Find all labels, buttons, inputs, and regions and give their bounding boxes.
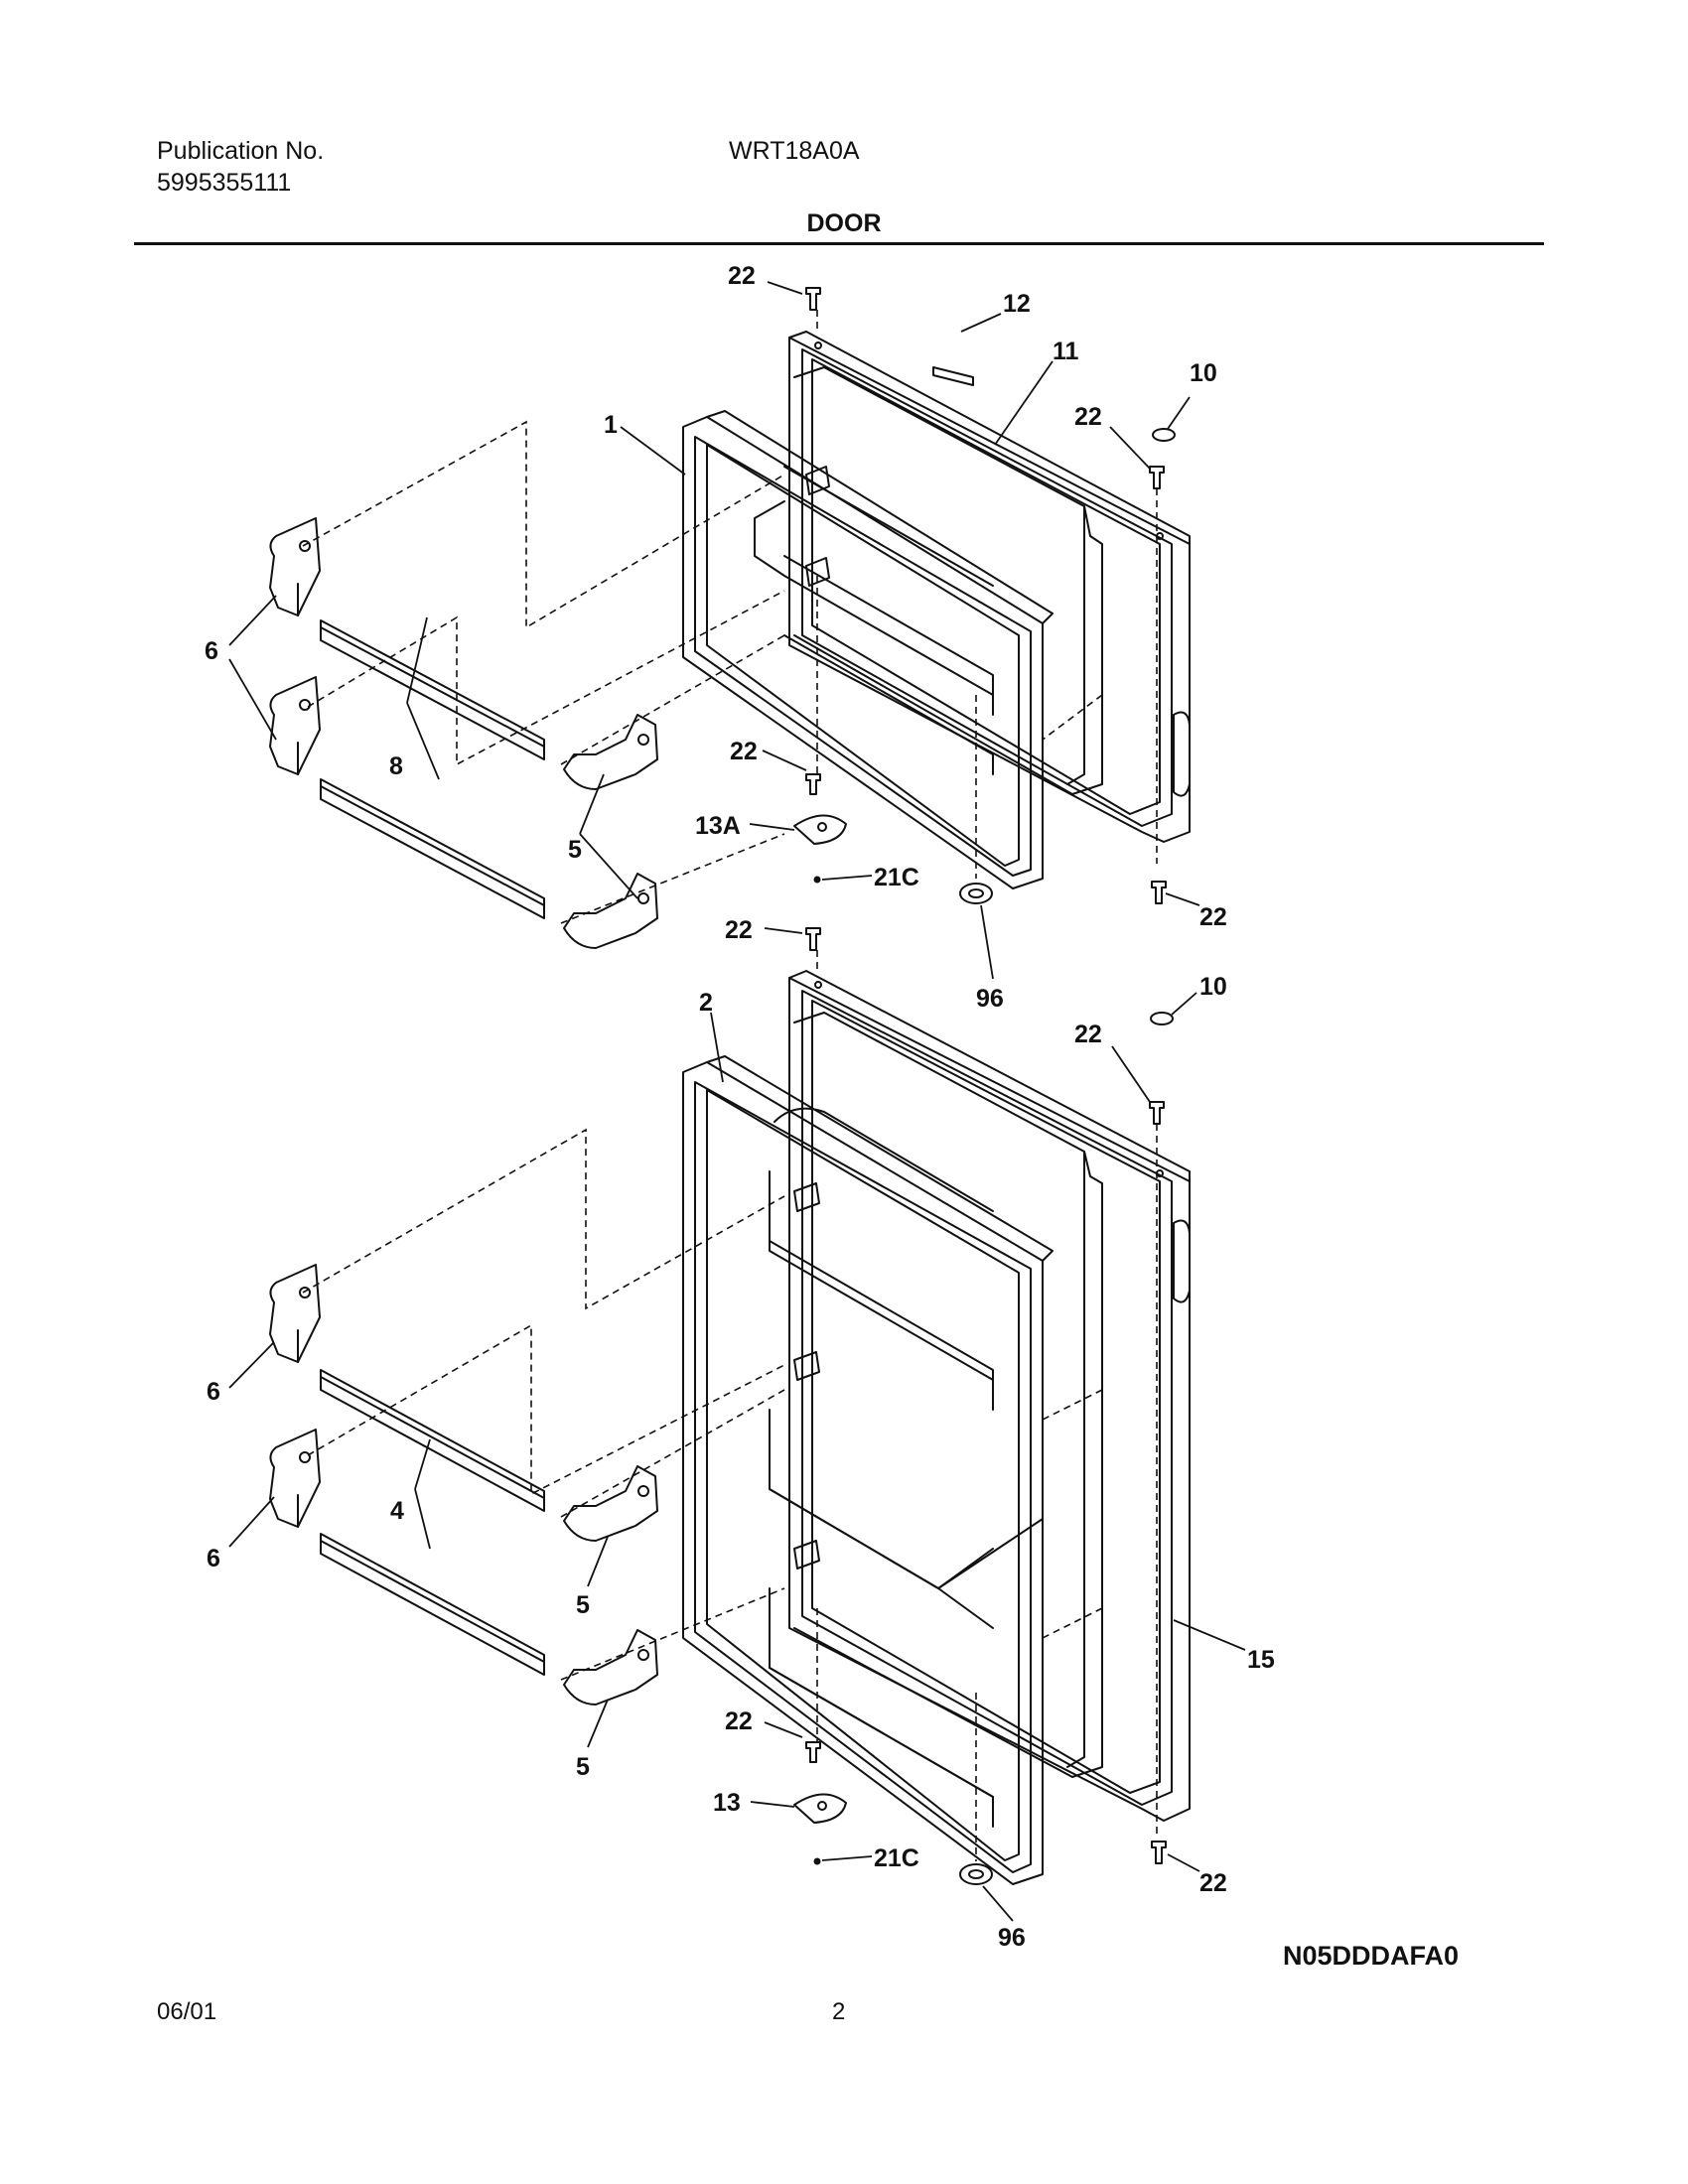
freezer-shelf-clip-left-1 xyxy=(269,517,321,616)
callout-6: 6 xyxy=(207,1378,220,1406)
diagram-code: N05DDDAFA0 xyxy=(1283,1941,1460,1971)
header-rule xyxy=(134,242,1544,245)
callout-11: 11 xyxy=(1053,338,1079,365)
freezer-plug-button xyxy=(1152,428,1176,442)
callout-22: 22 xyxy=(725,1707,753,1735)
callout-15: 15 xyxy=(1247,1646,1275,1674)
freezer-shelf-clip-left-2 xyxy=(269,676,321,775)
fresh-shelf-clip-right-1 xyxy=(563,1465,658,1542)
fresh-pin-21c xyxy=(813,1857,821,1865)
freezer-nameplate xyxy=(932,366,974,386)
callout-22: 22 xyxy=(1199,1869,1227,1897)
freezer-washer-96 xyxy=(959,883,993,904)
callout-2: 2 xyxy=(699,989,713,1017)
publication-number: 5995355111 xyxy=(157,169,292,197)
freezer-handle-screw-upper xyxy=(1149,466,1165,489)
callout-5: 5 xyxy=(568,836,582,864)
callout-22: 22 xyxy=(1199,903,1227,931)
callout-21c: 21C xyxy=(874,864,919,891)
fresh-shelf-clip-left-2 xyxy=(269,1429,321,1528)
callout-96: 96 xyxy=(976,985,1004,1013)
fresh-hinge-screw-bottom xyxy=(805,1741,821,1763)
callout-6: 6 xyxy=(205,637,218,665)
callout-5: 5 xyxy=(576,1753,590,1781)
footer-date: 06/01 xyxy=(157,1998,217,2025)
section-title: DOOR xyxy=(806,209,882,237)
publication-label: Publication No. xyxy=(157,137,325,165)
callout-22: 22 xyxy=(728,262,756,290)
freezer-door-outer-panel xyxy=(788,331,1191,843)
fresh-shelf-clip-right-2 xyxy=(563,1629,658,1706)
fresh-shelf-bar-1 xyxy=(320,1369,545,1512)
callout-96: 96 xyxy=(998,1924,1026,1952)
callout-21c: 21C xyxy=(874,1844,919,1872)
fresh-handle-screw-lower xyxy=(1151,1841,1167,1864)
freezer-hinge-screw-bottom xyxy=(805,773,821,795)
callout-22: 22 xyxy=(730,738,758,765)
callout-22: 22 xyxy=(725,916,753,944)
fresh-washer-96 xyxy=(959,1863,993,1885)
freezer-shelf-clip-right-1 xyxy=(563,714,658,790)
freezer-shelf-clip-right-2 xyxy=(563,873,658,949)
fresh-plug-button xyxy=(1150,1012,1174,1025)
callout-6: 6 xyxy=(207,1545,220,1572)
fresh-hinge-screw-top xyxy=(805,927,821,951)
callout-10: 10 xyxy=(1199,973,1227,1001)
callout-13a: 13A xyxy=(695,812,741,840)
callout-10: 10 xyxy=(1190,359,1217,387)
freezer-handle-screw-lower xyxy=(1151,881,1167,904)
callout-13: 13 xyxy=(713,1789,741,1817)
callout-22: 22 xyxy=(1074,403,1102,431)
model-number: WRT18A0A xyxy=(729,137,860,165)
freezer-shelf-bar-2 xyxy=(320,778,545,919)
callout-8: 8 xyxy=(389,752,403,780)
freezer-hinge-screw-top xyxy=(805,287,821,311)
freezer-shelf-bar-1 xyxy=(320,619,545,760)
fresh-food-door-outer-panel xyxy=(788,970,1191,1822)
fresh-shelf-clip-left-1 xyxy=(269,1264,321,1363)
fresh-handle-screw-upper xyxy=(1149,1101,1165,1125)
footer-page-number: 2 xyxy=(832,1998,846,2025)
fresh-food-door-gasket xyxy=(682,1055,1054,1885)
callout-4: 4 xyxy=(390,1497,404,1525)
fresh-shelf-bar-2 xyxy=(320,1533,545,1676)
leader-lines xyxy=(228,281,1246,1922)
callout-12: 12 xyxy=(1003,290,1031,318)
freezer-hinge-13a xyxy=(793,814,847,845)
fresh-hinge-13 xyxy=(793,1793,847,1824)
freezer-door-gasket xyxy=(682,410,1054,889)
callout-22: 22 xyxy=(1074,1021,1102,1048)
alignment-lines xyxy=(302,310,1158,1861)
callout-5: 5 xyxy=(576,1591,590,1619)
freezer-pin-21c xyxy=(813,876,821,884)
callout-1: 1 xyxy=(604,411,618,439)
